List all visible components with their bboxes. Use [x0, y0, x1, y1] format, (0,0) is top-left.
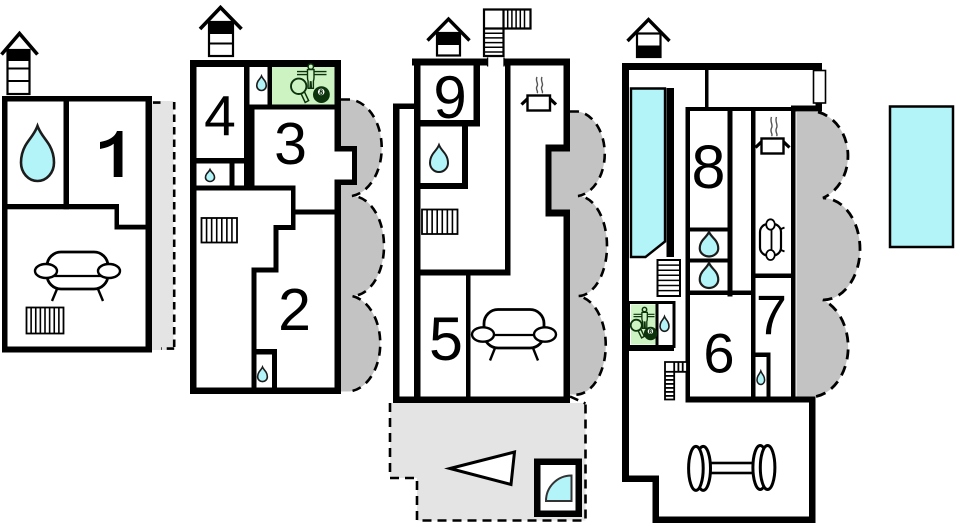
svg-text:5: 5	[429, 305, 463, 373]
svg-text:3: 3	[274, 111, 307, 177]
svg-text:6: 6	[703, 322, 734, 385]
svg-text:7: 7	[756, 283, 787, 346]
svg-text:8: 8	[692, 133, 726, 201]
svg-text:2: 2	[278, 277, 311, 343]
svg-text:4: 4	[204, 84, 236, 148]
svg-text:9: 9	[433, 64, 466, 131]
